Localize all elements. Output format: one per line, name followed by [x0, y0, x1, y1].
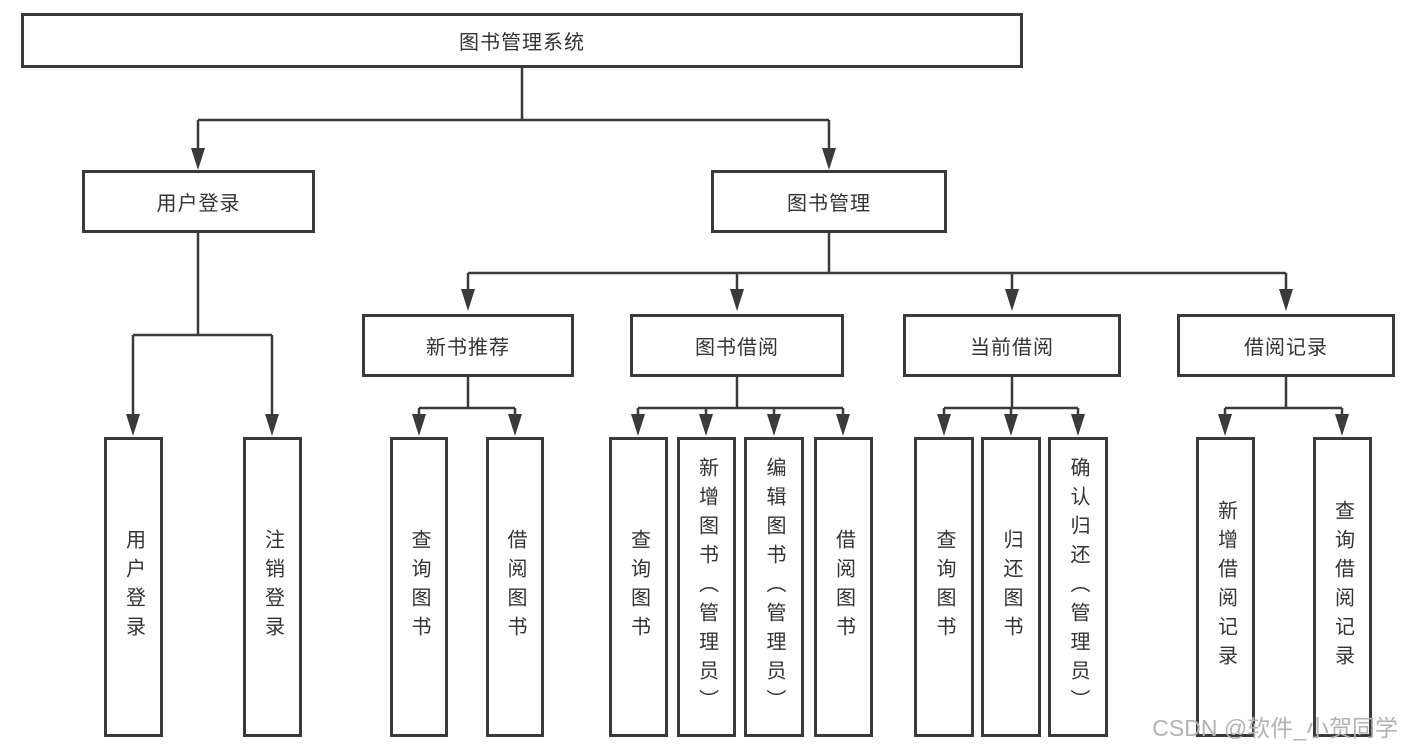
leaf-label: 注销登录	[261, 529, 284, 645]
node-book-borrow: 图书借阅	[630, 314, 844, 377]
arrow-down-icon	[412, 414, 426, 436]
node-leaf-query-books-1: 查询图书	[390, 437, 448, 737]
node-user-login-label: 用户登录	[156, 193, 241, 215]
node-new-book-recommend: 新书推荐	[362, 314, 574, 377]
node-borrow-records: 借阅记录	[1177, 314, 1395, 377]
node-current-borrow: 当前借阅	[903, 314, 1121, 377]
node-borrow-records-label: 借阅记录	[1244, 337, 1328, 359]
arrow-down-icon	[1004, 414, 1018, 436]
node-leaf-add-book-admin: 新增图书（管理员）	[677, 437, 736, 737]
arrow-down-icon	[836, 414, 850, 436]
leaf-label: 查询图书	[408, 529, 430, 645]
node-book-borrow-label: 图书借阅	[695, 337, 779, 359]
leaf-label: 查询图书	[933, 529, 955, 645]
node-leaf-user-login: 用户登录	[104, 437, 163, 737]
leaf-label: 查询借阅记录	[1331, 500, 1354, 674]
node-leaf-borrow-books-1: 借阅图书	[486, 437, 544, 737]
node-leaf-query-books-2: 查询图书	[609, 437, 668, 737]
arrow-down-icon	[1005, 289, 1019, 311]
node-root-label: 图书管理系统	[459, 32, 585, 54]
leaf-label: 用户登录	[122, 529, 145, 645]
arrow-down-icon	[1218, 414, 1232, 436]
arrow-down-icon	[265, 414, 279, 436]
arrow-down-icon	[1071, 414, 1085, 436]
arrow-down-icon	[822, 148, 836, 170]
node-new-book-recommend-label: 新书推荐	[426, 337, 510, 359]
arrow-down-icon	[937, 414, 951, 436]
arrow-down-icon	[767, 414, 781, 436]
arrow-down-icon	[699, 414, 713, 436]
node-root: 图书管理系统	[21, 13, 1023, 68]
leaf-label: 新增借阅记录	[1214, 500, 1237, 674]
node-current-borrow-label: 当前借阅	[970, 337, 1054, 359]
node-leaf-query-books-3: 查询图书	[914, 437, 974, 737]
leaf-label: 借阅图书	[832, 529, 855, 645]
node-leaf-return-book: 归还图书	[981, 437, 1041, 737]
arrow-down-icon	[508, 414, 522, 436]
node-leaf-borrow-books-2: 借阅图书	[814, 437, 873, 737]
node-leaf-query-borrow-record: 查询借阅记录	[1313, 437, 1372, 737]
leaf-label: 确认归还（管理员）	[1067, 456, 1089, 718]
leaf-label: 借阅图书	[504, 529, 526, 645]
arrow-down-icon	[631, 414, 645, 436]
arrow-down-icon	[730, 289, 744, 311]
leaf-label: 归还图书	[1000, 529, 1022, 645]
node-book-management-label: 图书管理	[787, 193, 871, 215]
watermark: CSDN @软件_小贺同学	[1152, 715, 1398, 741]
arrow-down-icon	[126, 414, 140, 436]
leaf-label: 编辑图书（管理员）	[763, 456, 785, 718]
leaf-label: 查询图书	[627, 529, 650, 645]
leaf-label: 新增图书（管理员）	[695, 456, 718, 718]
node-leaf-confirm-return-admin: 确认归还（管理员）	[1048, 437, 1108, 737]
node-book-management: 图书管理	[711, 170, 947, 233]
arrow-down-icon	[461, 289, 475, 311]
node-leaf-edit-book-admin: 编辑图书（管理员）	[744, 437, 804, 737]
node-leaf-add-borrow-record: 新增借阅记录	[1196, 437, 1255, 737]
arrow-down-icon	[1279, 289, 1293, 311]
arrow-down-icon	[1335, 414, 1349, 436]
arrow-down-icon	[191, 148, 205, 170]
node-leaf-logout: 注销登录	[243, 437, 302, 737]
node-user-login: 用户登录	[82, 170, 315, 233]
